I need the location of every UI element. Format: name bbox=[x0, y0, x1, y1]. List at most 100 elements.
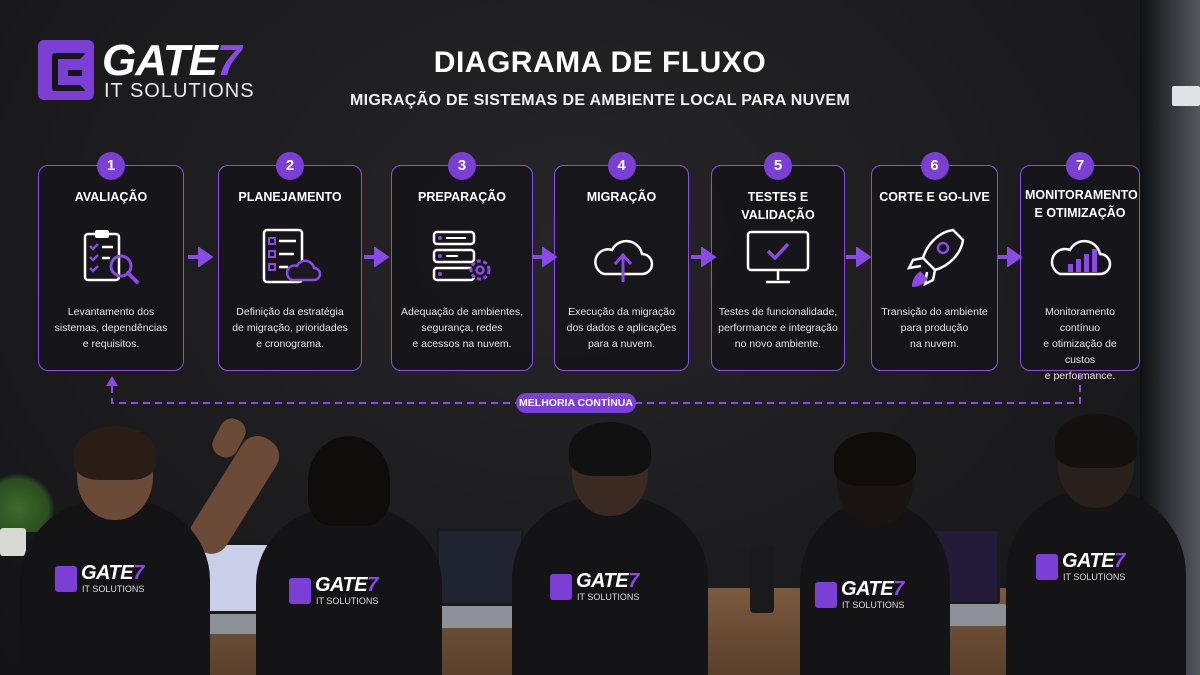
step-description: Levantamento dos sistemas, dependências … bbox=[45, 304, 177, 352]
step-title: MIGRAÇÃO bbox=[586, 190, 657, 204]
shirt-logo: GATE7 IT SOLUTIONS bbox=[1036, 550, 1156, 588]
step-title: MONITORAMENTO E OTIMIZAÇÃO bbox=[1025, 186, 1138, 222]
step-number: 1 bbox=[97, 152, 125, 180]
step-desc-line: para a nuvem. bbox=[587, 338, 656, 350]
step-desc-line: Adequação de ambientes, bbox=[400, 306, 523, 318]
step-desc-line: e requisitos. bbox=[82, 338, 140, 350]
plant-pot bbox=[0, 528, 26, 556]
shirt-logo-suffix: 7 bbox=[1114, 550, 1125, 572]
logo-name-suffix: 7 bbox=[216, 36, 242, 85]
flow-arrow-right-icon bbox=[532, 247, 558, 267]
step-desc-line: dos dados e aplicações bbox=[566, 322, 677, 334]
step-desc-line: segurança, redes bbox=[421, 322, 503, 334]
shirt-logo-tagline: IT SOLUTIONS bbox=[1063, 572, 1126, 582]
step-card-6: 6 CORTE E GO-LIVE Transição do ambiente … bbox=[871, 152, 998, 371]
flow-arrow-right-icon bbox=[691, 247, 717, 267]
step-card-7: 7 MONITORAMENTO E OTIMIZAÇÃO Monitoramen… bbox=[1020, 152, 1140, 382]
step-description: Transição do ambiente para produção na n… bbox=[878, 304, 991, 352]
step-desc-line: para produção bbox=[900, 322, 969, 334]
rocket-icon bbox=[906, 228, 964, 288]
step-title-line: MONITORAMENTO bbox=[1025, 188, 1138, 202]
step-number: 6 bbox=[920, 152, 949, 180]
shirt-logo-name: GATE bbox=[1062, 550, 1115, 572]
logo-name: GATE7 bbox=[102, 36, 242, 86]
step-number: 4 bbox=[607, 152, 636, 180]
step-desc-line: no novo ambiente. bbox=[734, 338, 822, 350]
step-number: 5 bbox=[764, 152, 792, 180]
step-desc-line: e otimização de custos bbox=[1043, 338, 1117, 366]
shirt-logo: GATE7 IT SOLUTIONS bbox=[550, 570, 670, 608]
shirt-logo-suffix: 7 bbox=[628, 570, 639, 592]
step-title: AVALIAÇÃO bbox=[74, 190, 148, 204]
shirt-logo-suffix: 7 bbox=[367, 574, 378, 596]
step-title: PLANEJAMENTO bbox=[238, 190, 342, 204]
cloud-chart-icon bbox=[1050, 239, 1112, 276]
step-title: PREPARAÇÃO bbox=[418, 190, 506, 204]
step-number: 7 bbox=[1066, 152, 1094, 180]
step-desc-line: na nuvem. bbox=[909, 338, 960, 350]
team-member: GATE7 IT SOLUTIONS bbox=[20, 426, 210, 675]
logo-name-text: GATE bbox=[102, 36, 218, 85]
step-card-4: 4 MIGRAÇÃO Execução da migração dos dado… bbox=[554, 152, 689, 371]
shirt-logo-name: GATE bbox=[576, 570, 629, 592]
shirt-logo-tagline: IT SOLUTIONS bbox=[82, 584, 145, 594]
flow-arrow-right-icon bbox=[997, 247, 1023, 267]
step-desc-line: Levantamento dos bbox=[67, 306, 155, 318]
server-gear-icon bbox=[432, 230, 491, 282]
shirt-logo: GATE7 IT SOLUTIONS bbox=[815, 578, 935, 616]
logo-tagline: IT SOLUTIONS bbox=[104, 80, 255, 102]
shirt-logo-tagline: IT SOLUTIONS bbox=[577, 592, 640, 602]
step-card-2: 2 PLANEJAMENTO Definição da estratégia d… bbox=[218, 152, 362, 371]
step-description: Monitoramento contínuo e otimização de c… bbox=[1027, 304, 1133, 384]
step-desc-line: e performance. bbox=[1044, 370, 1116, 382]
step-desc-line: Transição do ambiente bbox=[881, 306, 988, 318]
step-description: Adequação de ambientes, segurança, redes… bbox=[398, 304, 526, 352]
shirt-logo-suffix: 7 bbox=[133, 562, 144, 584]
logo-mark-icon bbox=[38, 40, 94, 100]
laptop bbox=[430, 528, 530, 628]
step-number: 3 bbox=[448, 152, 476, 180]
thermal-cup bbox=[750, 545, 774, 613]
step-desc-line: sistemas, dependências bbox=[54, 322, 168, 334]
checklist-cloud-icon bbox=[262, 228, 322, 284]
shirt-logo-tagline: IT SOLUTIONS bbox=[316, 596, 379, 606]
team-member: GATE7 IT SOLUTIONS bbox=[800, 432, 950, 675]
step-title: CORTE E GO-LIVE bbox=[879, 190, 990, 204]
cloud-upload-icon bbox=[593, 239, 653, 282]
step-description: Execução da migração dos dados e aplicaç… bbox=[561, 304, 682, 352]
step-title: TESTES E VALIDAÇÃO bbox=[741, 190, 815, 222]
shirt-logo-name: GATE bbox=[841, 578, 894, 600]
brand-logo: GATE7 IT SOLUTIONS bbox=[38, 36, 278, 104]
step-number: 2 bbox=[276, 152, 304, 180]
step-card-5: 5 TESTES E VALIDAÇÃO Testes de funcional… bbox=[711, 152, 845, 371]
shirt-logo-name: GATE bbox=[315, 574, 368, 596]
team-member: GATE7 IT SOLUTIONS bbox=[256, 436, 442, 675]
step-desc-line: Definição da estratégia bbox=[236, 306, 344, 318]
shirt-logo: GATE7 IT SOLUTIONS bbox=[55, 562, 175, 600]
team-member: GATE7 IT SOLUTIONS bbox=[512, 422, 708, 675]
step-card-1: 1 AVALIAÇÃO Levantamento dos sistemas, d… bbox=[38, 152, 184, 371]
step-description: Testes de funcionalidade, performance e … bbox=[718, 304, 838, 352]
step-desc-line: Monitoramento contínuo bbox=[1044, 306, 1116, 334]
shirt-logo-tagline: IT SOLUTIONS bbox=[842, 600, 905, 610]
flow-arrow-right-icon bbox=[846, 247, 872, 267]
step-desc-line: e acessos na nuvem. bbox=[412, 338, 512, 350]
shirt-logo: GATE7 IT SOLUTIONS bbox=[289, 574, 409, 612]
step-desc-line: Execução da migração bbox=[568, 306, 675, 318]
step-card-3: 3 PREPARAÇÃO Adequação de ambientes, seg… bbox=[391, 152, 533, 371]
step-desc-line: performance e integração bbox=[718, 322, 838, 334]
monitor-check-icon bbox=[746, 230, 810, 284]
continuous-improvement-badge: MELHORIA CONTÍNUA bbox=[516, 393, 636, 413]
clipboard-magnifier-icon bbox=[83, 230, 139, 284]
step-desc-line: Testes de funcionalidade, bbox=[718, 306, 838, 318]
step-desc-line: e cronograma. bbox=[256, 338, 324, 350]
shirt-logo-suffix: 7 bbox=[893, 578, 904, 600]
team-member: GATE7 IT SOLUTIONS bbox=[1006, 414, 1186, 675]
step-desc-line: de migração, prioridades bbox=[232, 322, 348, 334]
flow-arrow-right-icon bbox=[188, 247, 214, 267]
shirt-logo-name: GATE bbox=[81, 562, 134, 584]
flow-arrow-right-icon bbox=[364, 247, 390, 267]
step-title-line: E OTIMIZAÇÃO bbox=[1034, 206, 1126, 220]
ceiling-light bbox=[1172, 86, 1200, 106]
diagram-subtitle: MIGRAÇÃO DE SISTEMAS DE AMBIENTE LOCAL P… bbox=[349, 92, 851, 109]
